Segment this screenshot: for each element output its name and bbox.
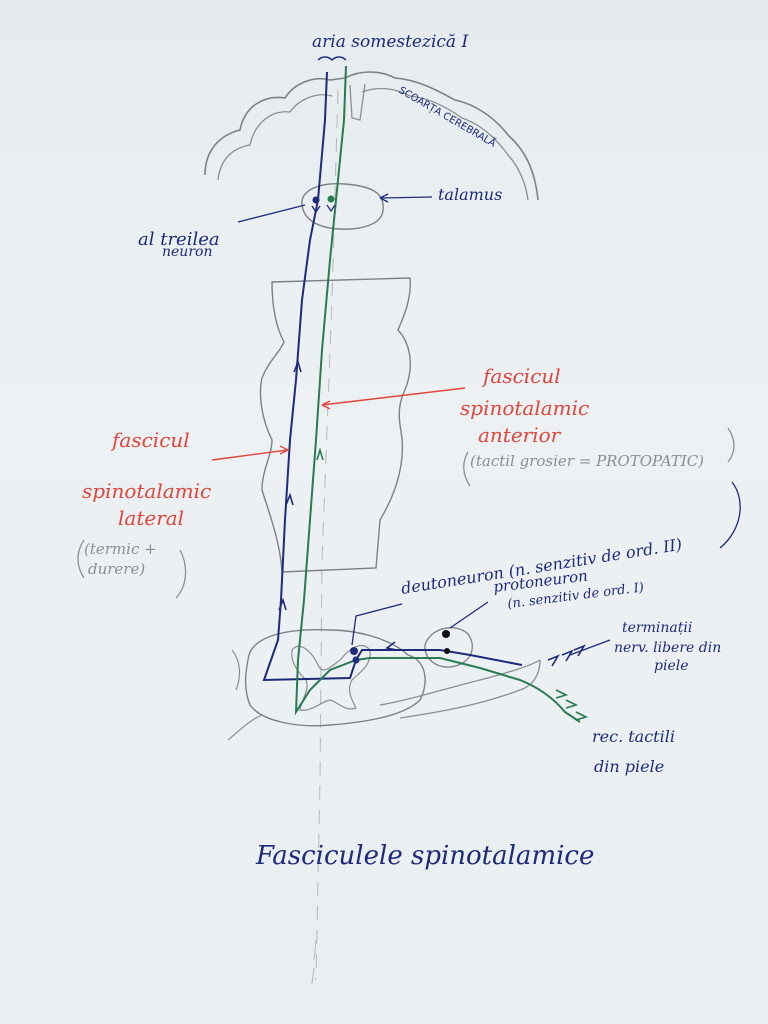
- diagram-title: Fasciculele spinotalamice: [255, 841, 594, 871]
- third-neuron-body-green: [327, 195, 335, 203]
- terminations-label-3: piele: [654, 658, 689, 674]
- lateral-tract-arrows: [278, 359, 586, 667]
- brainstem-outline: [259, 277, 411, 573]
- cortex-label: SCOARȚA CEREBRALĂ: [397, 83, 499, 149]
- midline: [315, 89, 339, 981]
- deuto-bracket: [719, 481, 741, 549]
- spinal-cord-outline: [244, 628, 426, 727]
- corpus-callosum: [349, 83, 366, 121]
- protoneuron-body: [442, 630, 450, 638]
- thalamus-pointer: [379, 193, 433, 203]
- thalamus-label: talamus: [438, 185, 502, 204]
- note-bracket-left: [77, 539, 187, 599]
- title-underline-dash: [311, 939, 317, 985]
- area-brace: [317, 56, 347, 61]
- anterior-label-1: fascicul: [481, 364, 561, 388]
- lateral-label-3: lateral: [118, 506, 184, 530]
- proto-pointer: [449, 601, 489, 629]
- deutoneuron-body: [350, 647, 358, 655]
- receptors-label-2: din piele: [594, 757, 664, 776]
- lateral-label-1: fascicul: [110, 428, 190, 452]
- pencil-lines-left: [227, 649, 263, 741]
- protoneuron-body-2: [444, 648, 450, 654]
- spinal-nerve: [379, 659, 541, 719]
- receptors-label-1: rec. tactili: [592, 727, 675, 746]
- third-neuron-label-1: al treilea: [138, 229, 220, 250]
- terminations-label-1: terminații: [622, 620, 692, 636]
- third-neuron-pointer: [237, 204, 306, 223]
- anterior-tract-arrows: [316, 447, 589, 721]
- cortex-outline: [204, 71, 539, 201]
- terminations-label-2: nerv. libere din: [614, 640, 721, 656]
- note-bracket-gray: [463, 427, 735, 487]
- lateral-note-2: durere): [88, 560, 145, 578]
- lateral-note-1: (termic +: [84, 540, 157, 558]
- lateral-pointer: [211, 445, 291, 461]
- cortex-inner: [217, 87, 529, 201]
- third-neuron-dendrites: [311, 204, 336, 214]
- lateral-label-2: spinotalamic: [82, 479, 211, 503]
- anterior-label-2: spinotalamic: [460, 396, 589, 420]
- deutoneuron-body-2: [352, 656, 360, 664]
- anterior-pointer: [321, 387, 466, 410]
- third-neuron-label-2: neuron: [162, 244, 212, 260]
- lateral-tract-path: [262, 71, 523, 682]
- third-neuron-body-blue: [312, 196, 320, 204]
- area-label: aria somestezică I: [312, 32, 468, 52]
- thalamus-outline: [301, 183, 384, 230]
- deuto-pointer: [351, 603, 403, 646]
- anterior-tract-path: [294, 65, 581, 723]
- term-pointer: [569, 639, 611, 656]
- gray-matter: [291, 645, 371, 711]
- anterior-label-3: anterior: [478, 423, 562, 447]
- anterior-note: (tactil grosier = PROTOPATIC): [470, 452, 704, 470]
